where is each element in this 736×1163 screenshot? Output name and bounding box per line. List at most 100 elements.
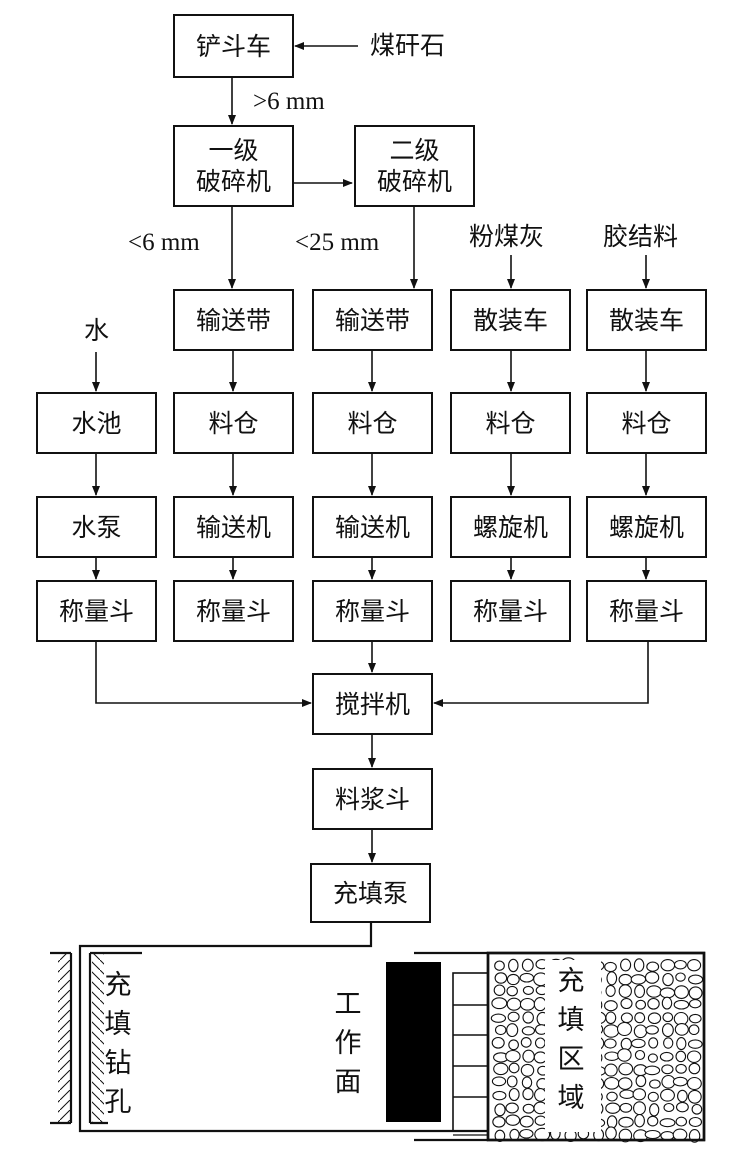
rubble-stone: [603, 1024, 620, 1038]
rubble-stone: [686, 1076, 702, 1091]
rubble-stone: [634, 1113, 645, 1128]
rubble-stone: [494, 1103, 506, 1117]
rubble-stone: [660, 1131, 675, 1141]
rubble-stone: [659, 1051, 674, 1062]
rubble-stone: [645, 1025, 659, 1035]
rubble-stone: [522, 1011, 534, 1024]
rubble-stone: [675, 1063, 687, 1074]
rubble-stone: [647, 1115, 659, 1127]
silo-box-1: 料仓: [173, 392, 294, 454]
rubble-stone: [688, 1024, 700, 1036]
size-lt-25mm-label: <25 mm: [295, 229, 380, 256]
fill-zone-char: 区: [557, 1044, 585, 1075]
fill-zone-rubble: [486, 951, 706, 1143]
rubble-stone: [688, 1062, 701, 1075]
rubble-stone: [492, 1090, 507, 1101]
rubble-stone: [618, 1062, 634, 1076]
rubble-stone: [619, 1102, 633, 1113]
weigh-hopper-label-2: 称量斗: [195, 596, 271, 626]
rubble-stone: [687, 1039, 703, 1049]
rubble-stone: [494, 972, 508, 984]
belt-label-1: 输送带: [195, 305, 271, 335]
bulk-truck-box-1: 散装车: [450, 289, 571, 351]
rubble-stone: [633, 958, 645, 972]
rubble-stone: [686, 1050, 702, 1063]
rubble-stone: [630, 974, 647, 985]
rubble-stone: [634, 1049, 646, 1061]
rubble-stone: [687, 1089, 702, 1104]
weigh-hopper-box-5: 称量斗: [586, 580, 707, 642]
rubble-stone: [647, 997, 660, 1010]
rubble-stone: [659, 1118, 676, 1128]
rubble-stone: [533, 1101, 548, 1115]
rubble-stone: [634, 984, 646, 999]
rubble-stone: [606, 1115, 618, 1129]
belt-box-1: 输送带: [173, 289, 294, 351]
rubble-stone: [635, 1074, 647, 1088]
rubble-stone: [519, 1115, 534, 1128]
working-face-char: 作: [334, 1028, 362, 1059]
rubble-stone: [661, 1023, 674, 1038]
rubble-stone: [688, 986, 703, 1000]
silo-box-2: 料仓: [312, 392, 433, 454]
working-face-label: 工 作 面: [332, 985, 364, 1102]
rubble-stone: [676, 1037, 687, 1051]
rubble-stone: [519, 1128, 534, 1139]
arrow-right-hoppers-to-mixer: [433, 642, 649, 707]
rubble-stone: [491, 1076, 507, 1087]
pump-label: 水泵: [71, 512, 122, 542]
rubble-stone: [508, 1039, 519, 1051]
slurry-hopper-label: 料浆斗: [334, 784, 410, 814]
rubble-stone: [647, 1091, 659, 1102]
rubble-stone: [505, 1114, 521, 1126]
rubble-stone: [506, 985, 518, 997]
fill-pump-label: 充填泵: [332, 878, 408, 908]
rubble-stone: [663, 1037, 674, 1049]
rubble-stone: [675, 972, 686, 982]
rubble-stone: [633, 1024, 648, 1039]
rubble-stone: [506, 997, 522, 1011]
size-gt-6mm-label: >6 mm: [253, 88, 325, 115]
rubble-stone: [508, 1062, 520, 1074]
rubble-stone: [619, 1089, 635, 1099]
conveyor-box-2: 输送机: [312, 496, 433, 558]
silo-box-4: 料仓: [586, 392, 707, 454]
rubble-stone: [673, 959, 687, 970]
rubble-stone: [644, 1065, 661, 1076]
rubble-stone: [521, 1076, 533, 1089]
binder-label: 胶结料: [603, 222, 679, 251]
belt-label-2: 输送带: [334, 305, 410, 335]
rubble-stone: [491, 997, 508, 1010]
rubble-stone: [660, 1088, 675, 1102]
rubble-stone: [644, 1129, 661, 1140]
rubble-stone: [674, 985, 689, 999]
borehole-char: 填: [104, 1009, 132, 1040]
conveyor-box-1: 输送机: [173, 496, 294, 558]
rubble-stone: [534, 1088, 547, 1102]
rubble-stone: [506, 1023, 519, 1038]
slurry-hopper-box: 料浆斗: [312, 768, 433, 830]
silo-label-3: 料仓: [485, 408, 536, 438]
rubble-stone: [604, 1000, 618, 1012]
rubble-stone: [688, 1116, 703, 1128]
rubble-stone: [647, 1053, 658, 1063]
flyash-label: 粉煤灰: [469, 222, 545, 251]
rubble-stone: [494, 960, 505, 971]
rubble-stone: [617, 1077, 633, 1090]
rubble-stone: [521, 958, 534, 972]
fill-zone-char: 填: [557, 1005, 585, 1036]
rubble-stone: [522, 1087, 534, 1101]
screw-box-2: 螺旋机: [586, 496, 707, 558]
borehole-char: 钻: [104, 1048, 132, 1079]
weigh-hopper-box-2: 称量斗: [173, 580, 294, 642]
rubble-stone: [519, 997, 536, 1011]
rubble-stone: [493, 1062, 509, 1076]
weigh-hopper-label-4: 称量斗: [472, 596, 548, 626]
rubble-stone: [617, 1048, 632, 1062]
silo-label-4: 料仓: [621, 408, 672, 438]
rubble-stone: [646, 985, 662, 998]
rubble-stone: [688, 974, 704, 985]
rubble-stone: [505, 1049, 521, 1063]
rubble-stone: [673, 999, 690, 1010]
rubble-stone: [507, 1011, 520, 1022]
